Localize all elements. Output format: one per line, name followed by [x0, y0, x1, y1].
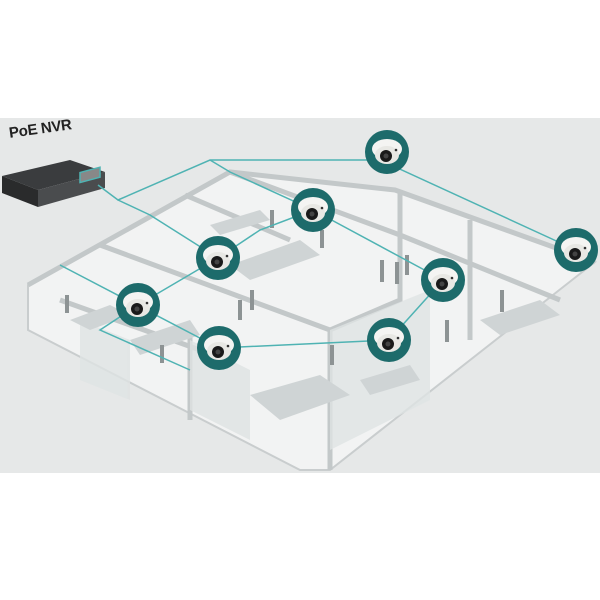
nvr-device: [2, 160, 105, 207]
dome-camera-icon: [116, 283, 160, 327]
dome-camera-icon: [421, 258, 465, 302]
dome-camera-icon: [197, 326, 241, 370]
dome-camera-icon: [367, 318, 411, 362]
cameras: [116, 130, 598, 370]
dome-camera-icon: [365, 130, 409, 174]
people: [65, 210, 504, 365]
furniture: [70, 210, 560, 420]
dome-camera-icon: [196, 236, 240, 280]
dome-camera-icon: [291, 188, 335, 232]
dome-camera-icon: [554, 228, 598, 272]
